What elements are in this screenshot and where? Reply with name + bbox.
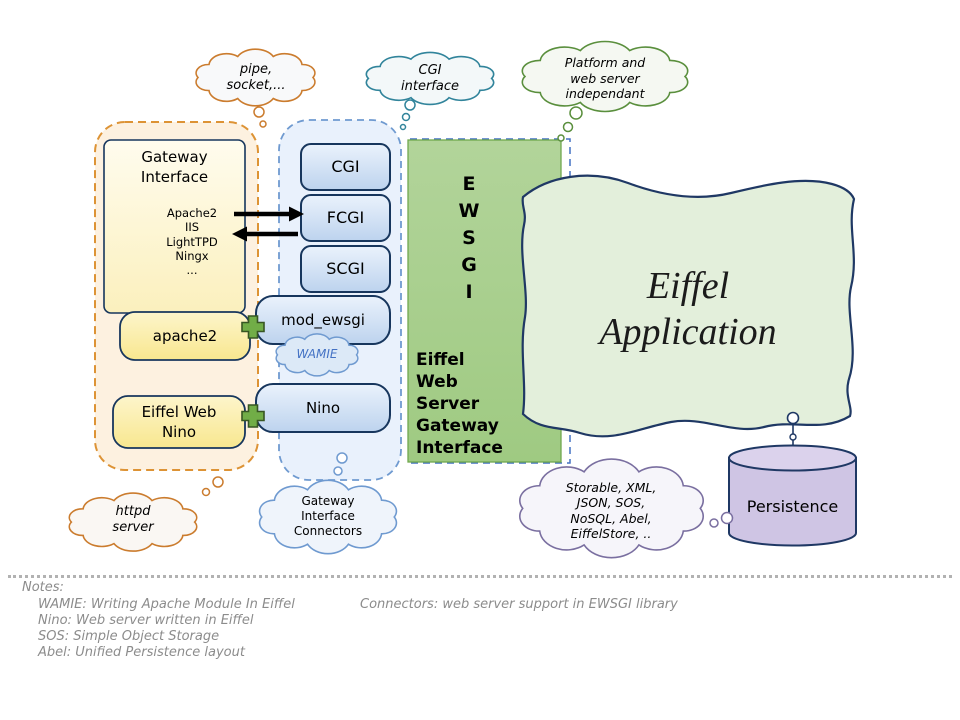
storable-cloud-label: Storable, XML, JSON, SOS, NoSQL, Abel, E… bbox=[565, 480, 657, 541]
note-connectors: Connectors: web server support in EWSGI … bbox=[360, 597, 678, 612]
connector-to-gateway-arrow bbox=[232, 226, 298, 242]
httpd-cloud-trail bbox=[201, 476, 224, 497]
nino-label: Nino bbox=[305, 399, 341, 417]
pipe-socket-cloud-label: pipe, socket,... bbox=[226, 62, 286, 94]
eiffel-web-nino-label: Eiffel Web Nino bbox=[141, 403, 217, 441]
ewsgi-acronym: E W S G I bbox=[458, 173, 480, 303]
note-wamie: WAMIE: Writing Apache Module In Eiffel bbox=[38, 597, 295, 612]
platform-cloud-trail bbox=[557, 106, 583, 142]
storable-cloud-trail bbox=[709, 511, 734, 528]
note-nino: Nino: Web server written in Eiffel bbox=[38, 613, 254, 628]
persistence-cylinder bbox=[728, 444, 857, 547]
eiffel-web-nino-box bbox=[112, 395, 246, 449]
gi-connectors-cloud-label: Gateway Interface Connectors bbox=[293, 494, 363, 538]
cgi-label: CGI bbox=[331, 157, 360, 176]
gi-connectors-cloud-trail bbox=[333, 452, 348, 476]
httpd-cloud-label: httpd server bbox=[112, 504, 154, 536]
notes-heading: Notes: bbox=[22, 580, 64, 595]
cgi-interface-cloud-label: CGI interface bbox=[401, 63, 459, 95]
gateway-interface-title: Gateway Interface bbox=[140, 148, 209, 187]
apache2-label: apache2 bbox=[152, 327, 218, 345]
note-abel: Abel: Unified Persistence layout bbox=[38, 645, 245, 660]
fcgi-label: FCGI bbox=[326, 208, 365, 227]
platform-cloud-label: Platform and web server independant bbox=[564, 55, 646, 101]
mod-ewsgi-label: mod_ewsgi bbox=[281, 311, 365, 329]
cgi-box bbox=[300, 143, 391, 191]
note-sos: SOS: Simple Object Storage bbox=[38, 629, 220, 644]
gateway-to-connector-arrow bbox=[234, 206, 304, 222]
scgi-box bbox=[300, 245, 391, 293]
gateway-server-list: Apache2 IIS LightTPD Ningx ... bbox=[166, 206, 218, 277]
fcgi-box bbox=[300, 194, 391, 242]
pipe-socket-cloud-trail bbox=[253, 106, 267, 128]
ewsgi-label: Eiffel Web Server Gateway Interface bbox=[416, 350, 503, 459]
notes-separator bbox=[8, 575, 952, 578]
cgi-cloud-trail bbox=[399, 99, 416, 131]
scgi-label: SCGI bbox=[326, 259, 365, 278]
persistence-connector bbox=[786, 411, 800, 450]
wamie-cloud-label: WAMIE bbox=[296, 347, 338, 361]
eiffel-application-label: Eiffel Application bbox=[599, 265, 777, 354]
persistence-label: Persistence bbox=[746, 497, 839, 516]
eiffel-application-shape bbox=[521, 174, 856, 438]
